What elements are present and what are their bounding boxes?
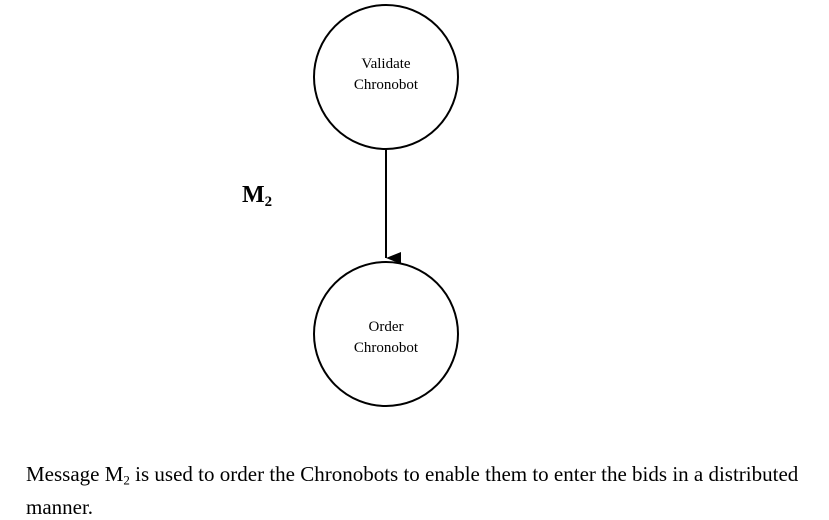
node-order-label-line2: Chronobot	[354, 340, 419, 356]
message-label-subscript: 2	[264, 194, 273, 211]
node-order-label-line1: Order	[369, 319, 404, 335]
node-validate-chronobot: Validate Chronobot	[313, 4, 459, 150]
flow-diagram: Validate Chronobot Order Chronobot	[313, 4, 459, 407]
node-order-chronobot: Order Chronobot	[313, 261, 459, 407]
node-order-circle	[313, 261, 459, 407]
message-label-main: M	[242, 182, 265, 208]
caption-before: Message M	[26, 462, 124, 486]
caption-text: Message M2 is used to order the Chronobo…	[26, 461, 821, 520]
message-label: M2	[242, 183, 272, 210]
node-validate-label-line1: Validate	[361, 56, 410, 72]
node-validate-label-line2: Chronobot	[354, 77, 419, 93]
caption-after: is used to order the Chronobots to enabl…	[26, 462, 799, 519]
caption-subscript: 2	[123, 472, 130, 488]
